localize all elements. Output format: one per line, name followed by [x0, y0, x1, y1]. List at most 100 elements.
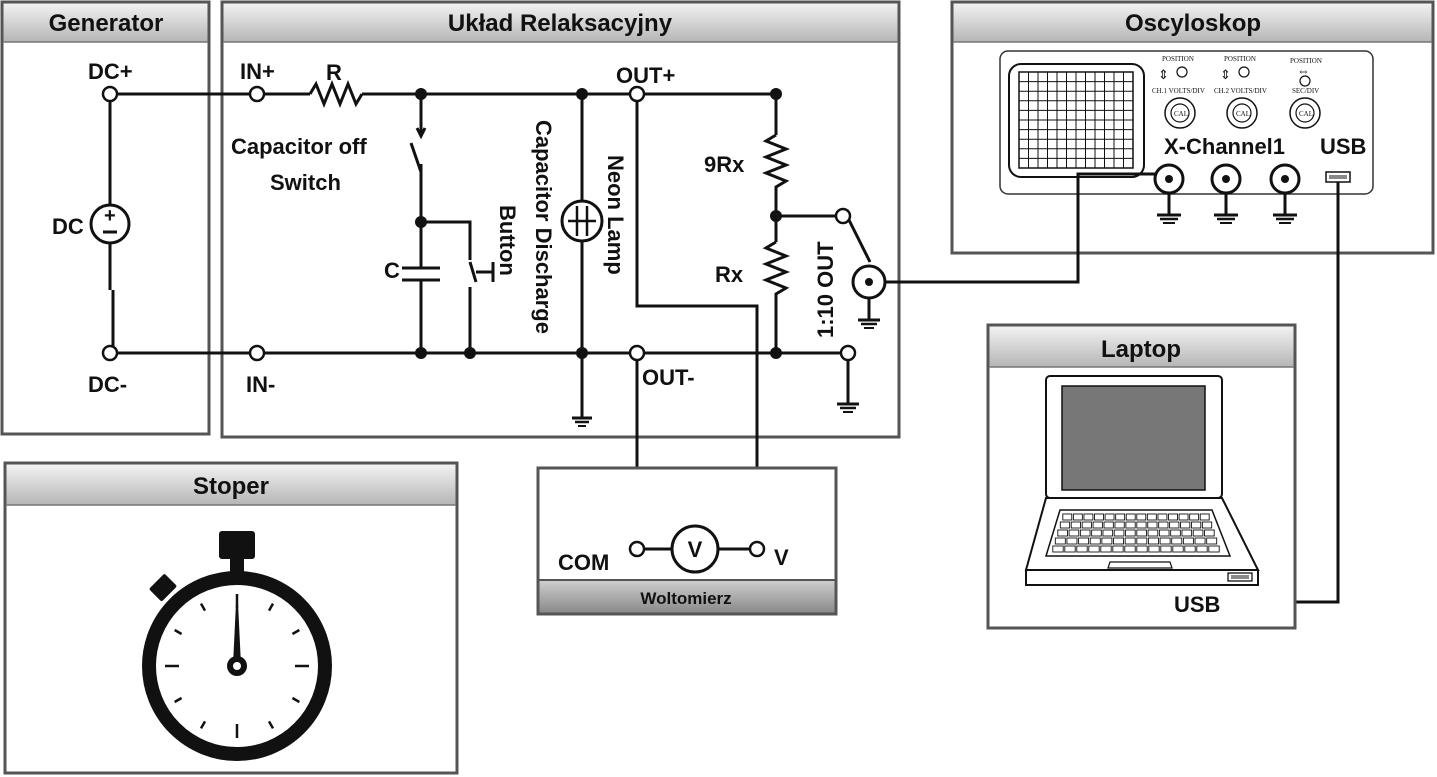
laptop-panel: Laptop USB: [986, 323, 1297, 630]
keyboard-key: [1070, 521, 1082, 529]
keyboard-key: [1136, 513, 1147, 521]
switch-label-line1: Capacitor off: [231, 134, 367, 159]
dial-tick: [267, 720, 275, 729]
laptop-title: Laptop: [1101, 336, 1181, 363]
stopwatch-panel: Stoper: [3, 461, 459, 775]
dc-minus-terminal: [101, 344, 119, 362]
keyboard-key: [1103, 521, 1114, 529]
keyboard-key: [1059, 521, 1071, 529]
keyboard-key: [1184, 545, 1196, 553]
keyboard-key: [1158, 529, 1170, 537]
oscilloscope-panel: Oscyloskop POSITION ⇕ CH.1 VOLTS/DIV CAL…: [950, 0, 1435, 255]
ch1-volts-knob-icon: CAL: [1164, 97, 1196, 129]
in-plus-label: IN+: [240, 59, 275, 84]
keyboard-key: [1092, 521, 1103, 529]
resistor-9rx-icon: [761, 133, 791, 195]
dial-tick: [291, 696, 300, 704]
keyboard-key: [1158, 521, 1169, 529]
ch2-volts-knob-icon: CAL: [1226, 97, 1258, 129]
keyboard-key: [1078, 537, 1090, 545]
svg-text:⇔: ⇔: [1297, 63, 1310, 78]
x-channel-label: X-Channel1: [1164, 134, 1285, 159]
keyboard-key: [1066, 537, 1078, 545]
discharge-label-line2: Button: [495, 205, 520, 276]
resistor-rx-label: Rx: [715, 262, 744, 287]
svg-text:⇕: ⇕: [1158, 67, 1169, 82]
keyboard-key: [1100, 545, 1112, 553]
keyboard-key: [1180, 521, 1191, 529]
keyboard-key: [1157, 513, 1168, 521]
sec-div-controls: POSITION ⇔ SEC/DIV CAL: [1289, 57, 1322, 129]
keyboard-key: [1081, 521, 1092, 529]
oscilloscope-title: Oscyloskop: [1125, 10, 1261, 37]
scope-usb-label: USB: [1320, 134, 1366, 159]
keyboard-key: [1168, 513, 1178, 521]
keyboard-key: [1089, 537, 1101, 545]
resistor-r-icon: [308, 79, 364, 109]
keyboard-key: [1189, 513, 1200, 521]
keyboard-key: [1062, 513, 1073, 521]
keyboard-key: [1057, 529, 1068, 537]
dial-tick: [199, 720, 207, 729]
ch2-volts-div-label: CH.2 VOLTS/DIV: [1214, 87, 1267, 95]
switch-label-line2: Switch: [270, 170, 341, 195]
ch1-volts-div-label: CH.1 VOLTS/DIV: [1152, 87, 1205, 95]
keyboard-key: [1172, 545, 1184, 553]
keyboard-key: [1112, 545, 1124, 553]
keyboard-key: [1147, 521, 1158, 529]
out10-label: 1:10 OUT: [813, 241, 838, 338]
keyboard-key: [1125, 513, 1136, 521]
voltmeter-icon: V: [670, 524, 720, 574]
keyboard-key: [1088, 545, 1100, 553]
keyboard-key: [1072, 513, 1083, 521]
ground-icon: [837, 402, 859, 413]
out-minus-label: OUT-: [642, 365, 695, 390]
keyboard-key: [1125, 521, 1136, 529]
laptop-usb-label: USB: [1174, 592, 1220, 617]
keyboard-key: [1083, 513, 1094, 521]
keyboard-key: [1196, 545, 1208, 553]
circuit-title: Układ Relaksacyjny: [448, 10, 673, 37]
svg-text:+: +: [104, 205, 116, 227]
bnc-input-1-icon: [1153, 163, 1185, 224]
dc-plus-label: DC+: [88, 59, 133, 84]
svg-text:CAL: CAL: [1174, 110, 1188, 118]
relaxation-circuit-panel: Układ Relaksacyjny: [101, 0, 901, 549]
keyboard-key: [1194, 537, 1206, 545]
v-terminal: [748, 540, 766, 558]
keyboard-key: [1054, 537, 1066, 545]
dc-source-label: DC: [52, 214, 84, 239]
laptop-icon: [1024, 375, 1260, 586]
dial-tick: [199, 603, 207, 612]
keyboard-key: [1064, 545, 1076, 553]
keyboard-key: [1208, 545, 1220, 553]
in-minus-label: IN-: [246, 372, 275, 397]
keyboard-key: [1136, 529, 1147, 537]
keyboard-key: [1206, 537, 1218, 545]
keyboard-key: [1136, 521, 1147, 529]
keyboard-key: [1124, 537, 1136, 545]
capacitor-off-switch-icon: [415, 127, 427, 140]
com-label: COM: [558, 550, 609, 575]
voltmeter-title: Woltomierz: [640, 589, 731, 608]
dc-plus-terminal: [101, 85, 119, 103]
keyboard-key: [1102, 529, 1114, 537]
resistor-r-label: R: [326, 60, 342, 85]
keyboard-key: [1181, 529, 1193, 537]
dial-tick: [291, 628, 300, 636]
keyboard-key: [1160, 545, 1172, 553]
ch1-position-label: POSITION: [1162, 55, 1194, 63]
keyboard-key: [1052, 545, 1064, 553]
sec-div-knob-icon: CAL: [1289, 97, 1321, 129]
v-label: V: [774, 545, 789, 570]
generator-panel: Generator DC+ DC- DC +: [0, 0, 211, 436]
tap-terminal: [834, 207, 852, 225]
keyboard-key: [1124, 545, 1136, 553]
out-minus-terminal: [628, 344, 646, 362]
dial-tick: [174, 696, 183, 704]
dial-tick: [174, 628, 183, 636]
com-terminal: [628, 540, 646, 558]
keyboard-key: [1146, 513, 1157, 521]
keyboard-key: [1115, 513, 1126, 521]
